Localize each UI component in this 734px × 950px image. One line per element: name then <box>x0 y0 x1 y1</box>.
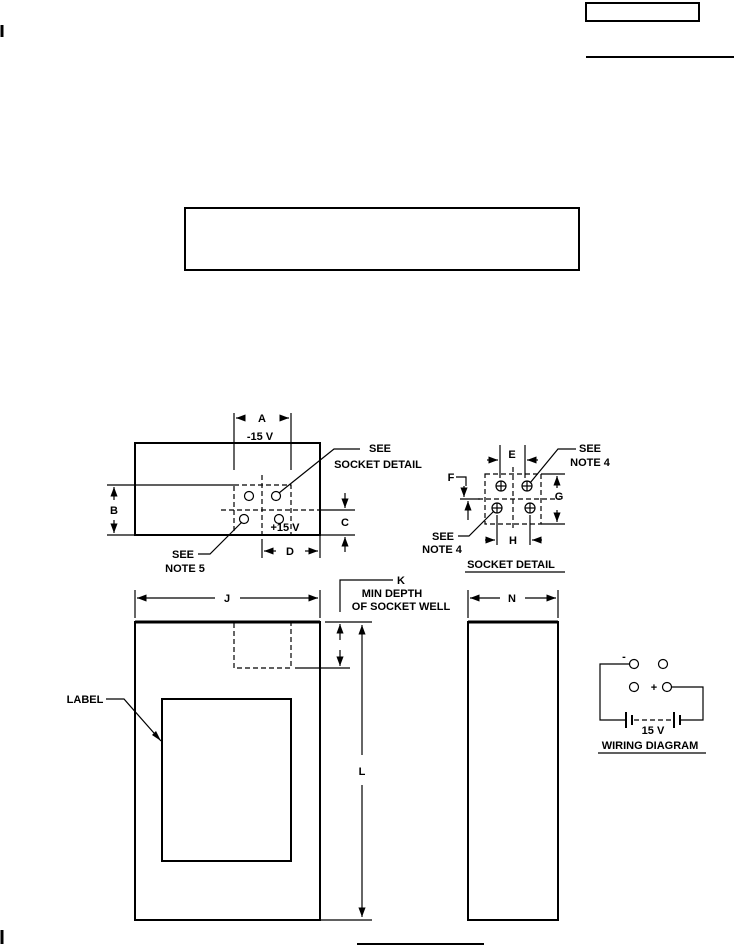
socket-terminal-3 <box>238 513 250 525</box>
socket-well-depth <box>233 621 292 669</box>
label-area <box>161 698 292 862</box>
socket-terminal-2 <box>270 490 282 502</box>
socket-detail-title: SOCKET DETAIL <box>467 559 555 571</box>
min-depth-2: OF SOCKET WELL <box>352 601 451 613</box>
dim-f-label: F <box>448 472 455 484</box>
socket-pin-3 <box>491 502 503 514</box>
socket-pin-4 <box>524 502 536 514</box>
dim-l-label: L <box>359 766 366 778</box>
socket-detail: E F G H SEE NOTE 4 SEE NOTE 4 SOCKET DET… <box>422 443 611 573</box>
see-socket-detail-1: SEE <box>369 443 391 455</box>
neg-terminal-label: -15 V <box>247 431 274 443</box>
see-note4a-2: NOTE 4 <box>570 457 611 469</box>
side-view-outline <box>467 621 559 921</box>
socket-terminal-1 <box>243 490 255 502</box>
dim-b-label: B <box>110 505 118 517</box>
wiring-terminal-1 <box>628 658 640 670</box>
wiring-minus: - <box>622 651 626 663</box>
front-view: J K MIN DEPTH OF SOCKET WELL L LABEL <box>67 575 451 921</box>
top-view: A -15 V B C D +15 V SEE SOCKET DETAIL SE… <box>107 413 422 575</box>
wiring-plus: + <box>651 682 657 694</box>
see-note5-2: NOTE 5 <box>165 563 205 575</box>
see-socket-detail-2: SOCKET DETAIL <box>334 459 422 471</box>
top-view-outline <box>134 442 321 536</box>
header-box <box>585 2 700 22</box>
dim-g-label: G <box>555 491 564 503</box>
title-box <box>184 207 580 271</box>
dim-h-label: H <box>509 535 517 547</box>
wiring-diagram: - + 15 V WIRING DIAGRAM <box>598 651 706 754</box>
wiring-voltage: 15 V <box>642 725 665 737</box>
wiring-terminal-4 <box>661 681 673 693</box>
dim-j-label: J <box>224 593 230 605</box>
dim-a-label: A <box>258 413 266 425</box>
see-note4b-1: SEE <box>432 531 454 543</box>
dim-e-label: E <box>508 449 515 461</box>
wiring-title: WIRING DIAGRAM <box>602 740 699 752</box>
dim-k-label: K <box>397 575 405 587</box>
label-callout: LABEL <box>67 694 104 706</box>
socket-pin-1 <box>495 480 507 492</box>
see-note5-1: SEE <box>172 549 194 561</box>
pos-terminal-label: +15 V <box>270 522 300 534</box>
min-depth-1: MIN DEPTH <box>362 588 423 600</box>
socket-detail-outline <box>484 473 542 525</box>
see-note4a-1: SEE <box>579 443 601 455</box>
see-note4b-2: NOTE 4 <box>422 544 463 556</box>
dim-d-label: D <box>286 546 294 558</box>
wiring-terminal-3 <box>628 681 640 693</box>
wiring-terminal-2 <box>657 658 669 670</box>
dim-n-label: N <box>508 593 516 605</box>
socket-pin-2 <box>521 480 533 492</box>
side-view: N <box>467 590 559 921</box>
socket-terminal-4 <box>273 513 285 525</box>
dim-c-label: C <box>341 517 349 529</box>
